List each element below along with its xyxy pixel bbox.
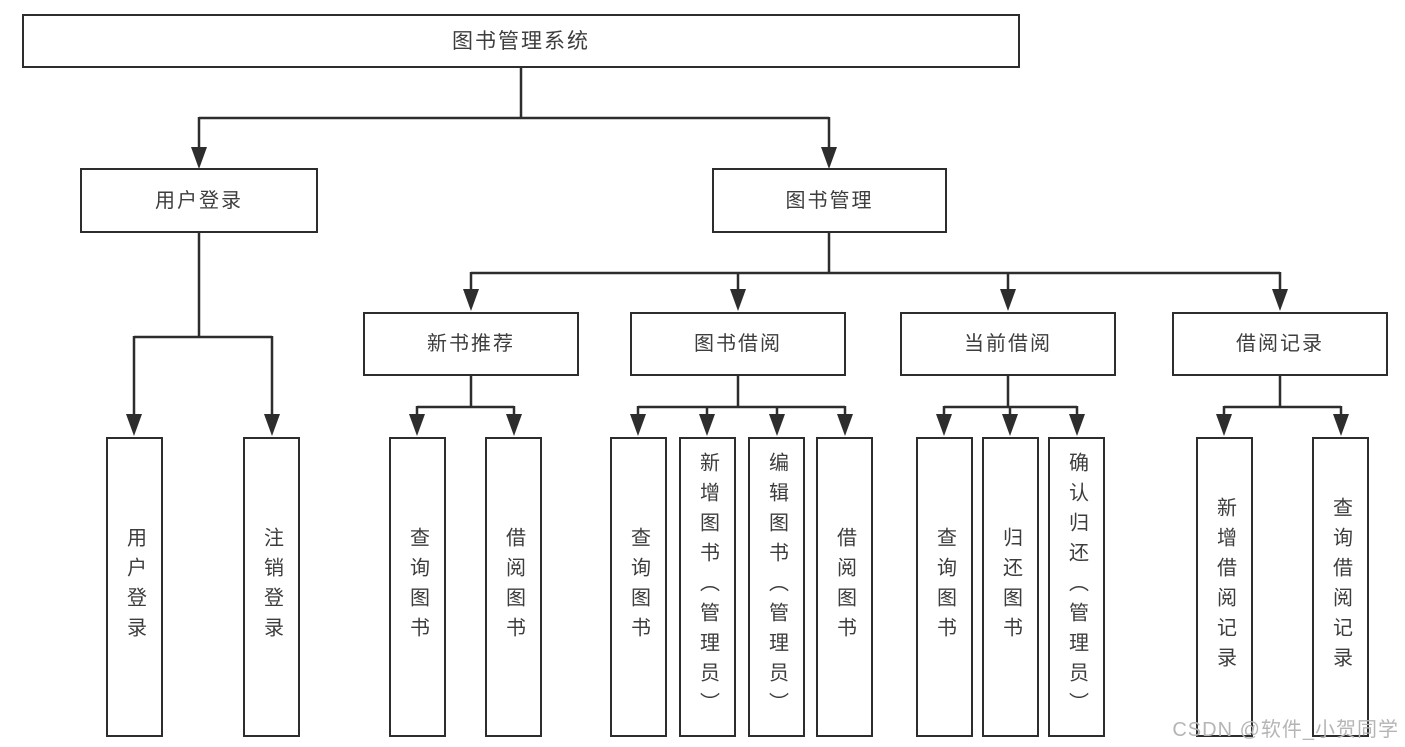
- node-label: 查询图书: [406, 527, 429, 647]
- node-new-book-recommend: 新书推荐: [363, 312, 579, 376]
- node-label: 查询图书: [933, 527, 956, 647]
- node-label: 图书管理: [785, 189, 874, 212]
- csdn-watermark: CSDN @软件_小贺同学: [1172, 719, 1399, 741]
- node-label: 确认归还（管理员）: [1065, 452, 1088, 722]
- leaf-query-books-borrowing: 查询图书: [610, 437, 667, 737]
- node-label: 用户登录: [155, 189, 243, 212]
- node-root-system: 图书管理系统: [22, 14, 1020, 68]
- node-label: 用户登录: [123, 527, 146, 647]
- node-label: 当前借阅: [964, 333, 1052, 355]
- leaf-query-books-current: 查询图书: [916, 437, 973, 737]
- leaf-add-book-admin: 新增图书（管理员）: [679, 437, 736, 737]
- node-label: 注销登录: [260, 527, 283, 647]
- leaf-user-login: 用户登录: [106, 437, 163, 737]
- node-label: 新增借阅记录: [1213, 497, 1236, 677]
- node-book-management: 图书管理: [712, 168, 947, 233]
- node-label: 新书推荐: [427, 333, 515, 355]
- node-borrowing-records: 借阅记录: [1172, 312, 1388, 376]
- leaf-query-books-recommend: 查询图书: [389, 437, 446, 737]
- leaf-borrow-books-recommend: 借阅图书: [485, 437, 542, 737]
- leaf-edit-book-admin: 编辑图书（管理员）: [748, 437, 805, 737]
- node-current-borrowing: 当前借阅: [900, 312, 1116, 376]
- node-book-borrowing: 图书借阅: [630, 312, 846, 376]
- node-label: 借阅图书: [833, 527, 856, 647]
- node-label: 图书管理系统: [452, 29, 590, 53]
- leaf-add-borrow-record: 新增借阅记录: [1196, 437, 1253, 737]
- leaf-confirm-return-admin: 确认归还（管理员）: [1048, 437, 1105, 737]
- node-label: 新增图书（管理员）: [696, 452, 719, 722]
- node-label: 借阅图书: [502, 527, 525, 647]
- leaf-logout: 注销登录: [243, 437, 300, 737]
- node-label: 编辑图书（管理员）: [765, 452, 788, 722]
- node-label: 查询借阅记录: [1329, 497, 1352, 677]
- leaf-query-borrow-record: 查询借阅记录: [1312, 437, 1369, 737]
- node-user-login: 用户登录: [80, 168, 318, 233]
- leaf-borrow-books-borrowing: 借阅图书: [816, 437, 873, 737]
- node-label: 归还图书: [999, 527, 1022, 647]
- leaf-return-book: 归还图书: [982, 437, 1039, 737]
- node-label: 借阅记录: [1236, 333, 1324, 355]
- node-label: 查询图书: [627, 527, 650, 647]
- node-label: 图书借阅: [694, 333, 782, 355]
